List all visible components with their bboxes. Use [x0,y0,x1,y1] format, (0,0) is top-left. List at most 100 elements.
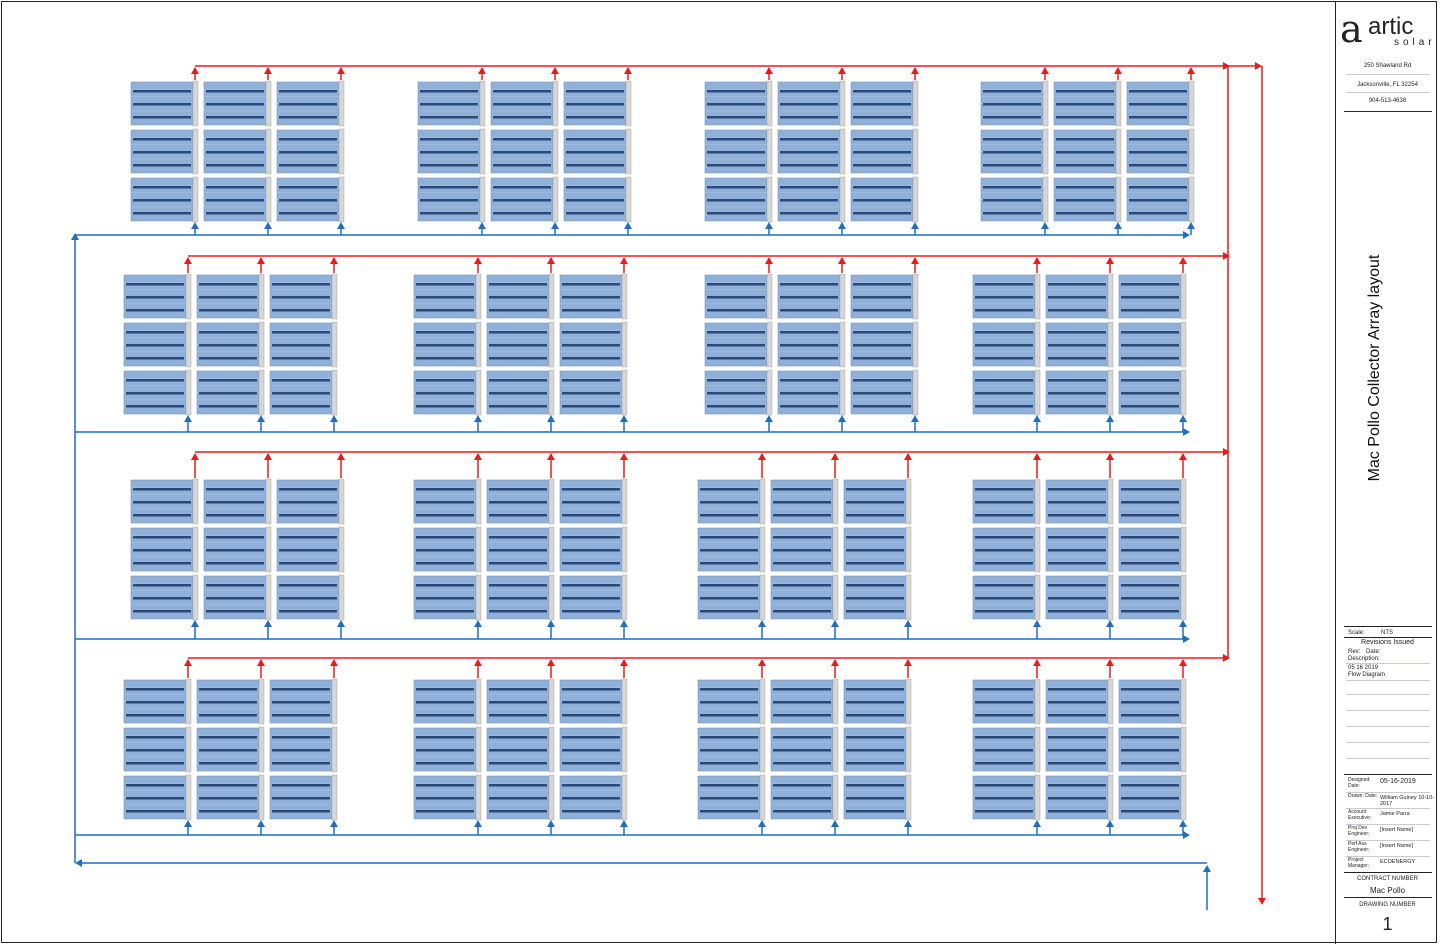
panel-stripe [780,151,838,154]
panel-stripe [1121,296,1179,299]
return-arrow [1106,820,1114,827]
return-arrow [1179,620,1187,627]
header-manifold [912,176,919,223]
panel-stripe [416,488,474,491]
panel-stripe [493,212,551,215]
info-label: Proj Dev Engineer: [1348,825,1370,837]
panel-stripe [489,584,547,587]
return-arrow [1179,820,1187,827]
panel-stripe [562,357,620,360]
panel-stripe [562,514,620,517]
panel-stripe [975,309,1033,312]
return-arrow [551,222,559,229]
panel-stripe [126,296,184,299]
panel-stripe [566,164,624,167]
panel-stripe [1048,296,1106,299]
header-manifold [548,321,555,368]
artic-solar-logo: a artic solar [1340,7,1436,51]
panel-stripe [562,810,620,813]
panel-stripe [1121,283,1179,286]
panel-stripe [272,392,330,395]
header-manifold [621,678,628,725]
panel-stripe [133,488,191,491]
panel-stripe [420,90,478,93]
panel-stripe [1121,379,1179,382]
header-manifold [839,321,846,368]
panel-stripe [1048,610,1106,613]
header-manifold [331,774,338,821]
header-manifold [1034,321,1041,368]
header-manifold [839,176,846,223]
panel-stripe [1048,810,1106,813]
supply-arrow [191,67,199,74]
panel-stripe [1121,688,1179,691]
supply-arrow [337,453,345,460]
panel-stripe [206,610,264,613]
panel-stripe [562,536,620,539]
header-manifold [912,321,919,368]
panel-stripe [206,212,264,215]
return-arrow [330,415,338,422]
panel-stripe [562,344,620,347]
panel-stripe [133,514,191,517]
panel-stripe [416,797,474,800]
panel-stripe [853,116,911,119]
panel-stripe [279,212,337,215]
panel-stripe [279,562,337,565]
panel-stripe [199,797,257,800]
header-manifold [258,369,265,416]
panel-stripe [707,90,765,93]
panel-stripe [700,610,758,613]
panel-stripe [773,701,831,704]
supply-arrow [478,67,486,74]
header-manifold [552,128,559,175]
header-manifold [475,678,482,725]
panel-stripe [133,549,191,552]
panel-stripe [1048,562,1106,565]
header-manifold [766,369,773,416]
panel-stripe [1048,405,1106,408]
return-arrow [624,222,632,229]
panel-stripe [420,199,478,202]
panel-stripe [126,797,184,800]
rev-label: Rev: [1348,649,1361,655]
panel-stripe [780,379,838,382]
header-manifold [1042,176,1049,223]
supply-arrow [624,67,632,74]
panel-stripe [975,549,1033,552]
return-arrow [758,820,766,827]
supply-arrow [264,453,272,460]
panel-stripe [1121,797,1179,800]
panel-stripe [489,797,547,800]
header-manifold [192,478,199,525]
panel-stripe [700,501,758,504]
supply-arrow [474,453,482,460]
panel-stripe [566,199,624,202]
panel-stripe [279,151,337,154]
header-manifold [912,80,919,127]
header-manifold [1180,369,1187,416]
panel-stripe [707,116,765,119]
panel-stripe [416,610,474,613]
panel-stripe [975,597,1033,600]
panel-stripe [416,536,474,539]
header-manifold [265,526,272,573]
panel-stripe [1048,714,1106,717]
panel-stripe [975,501,1033,504]
panel-stripe [780,331,838,334]
panel-stripe [1056,103,1114,106]
panel-stripe [1121,584,1179,587]
header-manifold [548,273,555,320]
return-arrow [831,620,839,627]
panel-stripe [975,701,1033,704]
panel-stripe [707,283,765,286]
header-manifold [1042,128,1049,175]
return-arrow [184,415,192,422]
panel-stripe [975,584,1033,587]
supply-arrow [765,67,773,74]
panel-stripe [1056,186,1114,189]
header-manifold [625,128,632,175]
panel-stripe [416,784,474,787]
panel-stripe [562,309,620,312]
panel-stripe [846,584,904,587]
